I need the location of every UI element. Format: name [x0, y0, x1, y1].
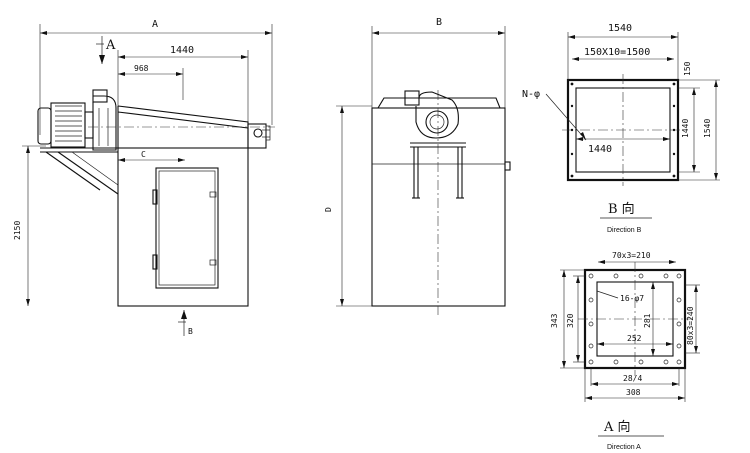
dim-1440-label: 1440 [170, 45, 194, 56]
dim-a-252-label: 252 [627, 334, 642, 343]
dim-b-pitch-label: 150X10=1500 [584, 47, 650, 58]
dim-a-right-pitch-label: 80x3=240 [686, 306, 695, 345]
dim-a-281-label: 281 [643, 313, 652, 328]
dim-b-side-right-label: 1540 [703, 119, 712, 138]
dim-968-label: 968 [134, 64, 149, 73]
dim-width-label: B [436, 17, 442, 28]
dim-a-320-label: 320 [566, 313, 575, 328]
dim-d-label: D [324, 207, 333, 212]
front-view: A 1440 968 C A 2150 [13, 19, 275, 336]
direction-b-view: 1540 150X10=1500 1440 N-φ [522, 23, 720, 234]
dim-b-1540-label: 1540 [608, 23, 632, 34]
hole-label-b: N-φ [522, 89, 540, 100]
direction-a-title: A 向 [603, 419, 631, 435]
arrow-b-label: B [188, 327, 193, 336]
dim-overall-width-label: A [152, 19, 158, 30]
dim-c-label: C [141, 150, 146, 159]
direction-a-caption: Direction A [607, 444, 641, 451]
dim-a-284-label: 28/4 [623, 374, 642, 383]
dim-a-308-label: 308 [626, 388, 641, 397]
hole-label-a: 16-φ7 [620, 294, 644, 303]
dim-height-label: 2150 [13, 221, 22, 240]
direction-b-title: B 向 [608, 201, 635, 217]
dim-a-343-label: 343 [550, 313, 559, 328]
dim-a-top-pitch-label: 70x3=210 [612, 251, 651, 260]
side-view: B D [324, 17, 511, 315]
arrow-a-label: A [105, 38, 116, 53]
dim-b-inner-1440-label: 1440 [588, 144, 612, 155]
dim-b-side-left-label: 1440 [681, 119, 690, 138]
direction-b-caption: Direction B [607, 227, 642, 234]
direction-a-view: 70x3=210 16-φ7 281 252 [550, 251, 700, 451]
dim-b-side-small-label: 150 [683, 61, 692, 76]
